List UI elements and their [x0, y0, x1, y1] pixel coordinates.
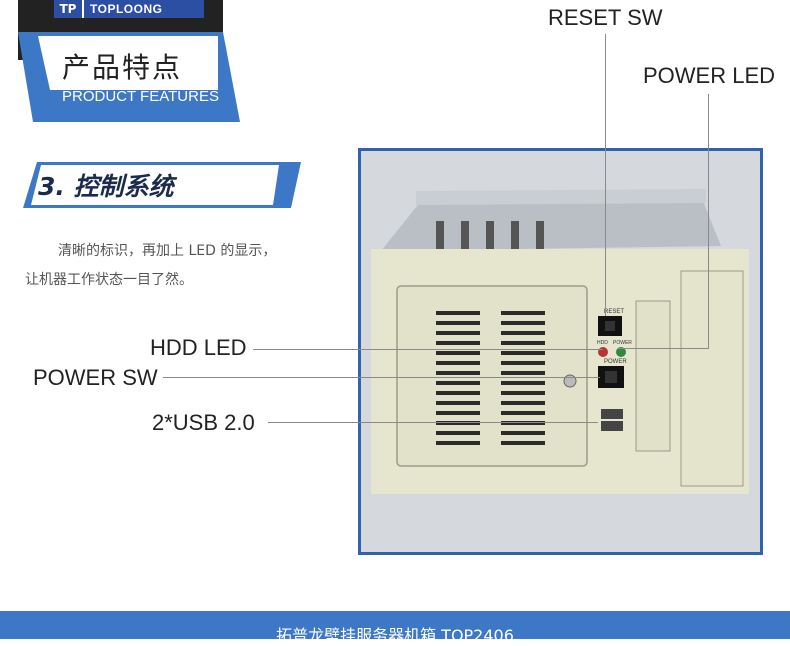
callout-usb: 2*USB 2.0	[152, 410, 255, 435]
chassis-illustration: RESET HDD POWER POWER	[361, 151, 760, 552]
callout-hdd-led: HDD LED	[150, 335, 247, 360]
brand-name: TOPLOONG	[90, 2, 163, 16]
callout-reset-sw-line	[605, 34, 606, 316]
callout-hdd-led-line	[253, 349, 603, 350]
footer-text: 拓普龙壁挂服务器机箱 TOP2406	[276, 626, 514, 645]
section-banner	[23, 162, 301, 208]
power-sw-label: POWER	[604, 359, 627, 365]
features-title-en: PRODUCT FEATURES	[62, 88, 219, 105]
brand-logo: TP TOPLOONG	[54, 0, 204, 18]
callout-power-led-line-v	[708, 94, 709, 349]
brand-glyph-icon: TP	[54, 0, 84, 18]
callout-power-sw: POWER SW	[33, 365, 158, 390]
footer-bar	[0, 611, 790, 639]
reset-label: RESET	[604, 309, 624, 315]
callout-power-led-line-h	[618, 348, 709, 349]
features-title-cn: 产品特点	[62, 51, 183, 84]
callout-power-led: POWER LED	[643, 63, 776, 88]
section-title: 3. 控制系统	[38, 172, 174, 201]
description-line-1: 清晰的标识，再加上 LED 的显示，	[58, 243, 277, 259]
hdd-label: HDD	[597, 340, 608, 346]
power-led-label: POWER	[613, 340, 632, 346]
product-photo: RESET HDD POWER POWER	[358, 148, 763, 555]
features-banner	[18, 32, 240, 122]
callout-power-sw-line	[163, 377, 600, 378]
callout-reset-sw: RESET SW	[548, 5, 663, 30]
callout-usb-line	[268, 422, 598, 423]
description-line-2: 让机器工作状态一目了然。	[25, 272, 193, 288]
